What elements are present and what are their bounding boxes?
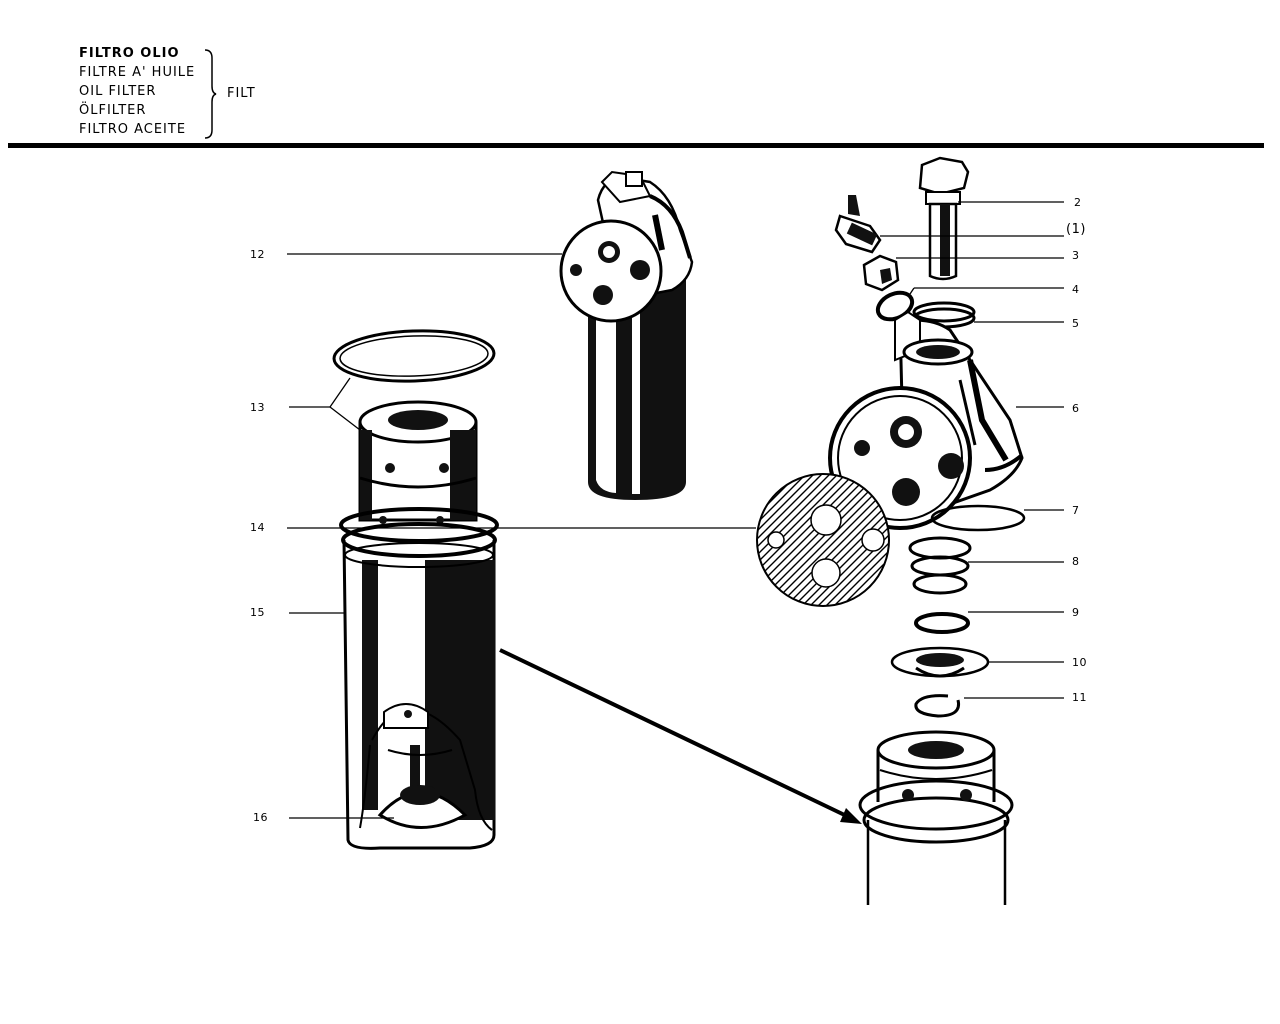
title-french: FILTRE A' HUILE — [79, 65, 196, 80]
callout-16: 16 — [253, 811, 268, 824]
callout-2: 2 — [1074, 196, 1082, 209]
callout-4: 4 — [1072, 283, 1080, 296]
filter-canister-cutaway — [339, 400, 499, 850]
section-code: FILT — [227, 86, 256, 101]
callout-11: 11 — [1072, 691, 1087, 704]
washer-10 — [890, 646, 990, 678]
callout-10: 10 — [1072, 656, 1087, 669]
spring-8 — [908, 536, 972, 595]
title-block: FILTRO OLIO FILTRE A' HUILE OIL FILTER Ö… — [79, 46, 279, 141]
callout-1: (1) — [1066, 222, 1086, 237]
fitting-3 — [862, 254, 900, 292]
assembled-filter — [559, 170, 694, 500]
callout-15: 15 — [250, 606, 265, 619]
callout-14: 14 — [250, 521, 265, 534]
callout-6: 6 — [1072, 402, 1080, 415]
header-rule — [8, 143, 1264, 148]
ring-9 — [914, 612, 970, 634]
callout-8: 8 — [1072, 555, 1080, 568]
seal-ring-7 — [930, 504, 1026, 532]
leader-lines — [287, 201, 1064, 819]
pressure-switch — [834, 195, 882, 254]
brace-icon — [204, 49, 217, 139]
filter-element-detail — [858, 730, 1014, 905]
bolt-2 — [918, 156, 970, 281]
circlip-11 — [914, 694, 961, 718]
callout-7: 7 — [1072, 504, 1080, 517]
title-spanish: FILTRO ACEITE — [79, 122, 187, 137]
ring-5 — [912, 301, 976, 329]
callout-5: 5 — [1072, 317, 1080, 330]
title-german: ÖLFILTER — [79, 103, 147, 118]
gasket-14 — [756, 473, 890, 607]
callout-3: 3 — [1072, 249, 1080, 262]
callout-13: 13 — [250, 401, 265, 414]
callout-12: 12 — [250, 248, 265, 261]
title-italian: FILTRO OLIO — [79, 46, 180, 61]
gasket-13 — [332, 329, 496, 383]
detail-arrow — [499, 648, 862, 824]
callout-9: 9 — [1072, 606, 1080, 619]
title-english: OIL FILTER — [79, 84, 157, 99]
